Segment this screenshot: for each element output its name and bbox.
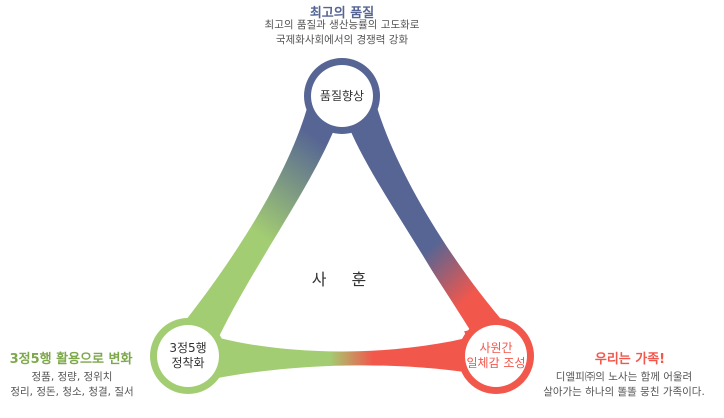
top-desc-line-1: 최고의 품질과 생산능률의 고도화로 — [264, 19, 420, 31]
right-title: 우리는 가족! — [594, 352, 666, 367]
left-desc: 정품, 정량, 정위치 정리, 정돈, 청소, 청결, 질서 — [2, 370, 142, 400]
arm-left — [178, 88, 336, 345]
right-desc-line-2: 살아가는 하나의 똘똘 뭉친 가족이다. — [543, 386, 705, 398]
top-title: 최고의 품질 — [309, 6, 375, 21]
left-desc-line-1: 정품, 정량, 정위치 — [31, 371, 113, 383]
node-left-label-line-1: 3정5행 — [169, 341, 207, 355]
inner-triangle — [222, 118, 470, 343]
arm-right — [348, 88, 512, 345]
arm-bottom — [198, 332, 490, 382]
node-right-label-line-2: 일체감 조성 — [466, 356, 526, 370]
node-right-circle[interactable] — [465, 325, 527, 387]
center-label: 사 훈 — [311, 270, 377, 289]
node-right-label: 사원간 일체감 조성 — [451, 341, 541, 371]
left-title: 3정5행 활용으로 변화 — [9, 352, 133, 367]
top-desc-line-2: 국제화사회에서의 경쟁력 강화 — [275, 34, 409, 46]
node-top-circle[interactable] — [311, 65, 373, 127]
node-top-label: 품질향상 — [302, 89, 382, 104]
node-top-label-text: 품질향상 — [319, 89, 365, 103]
top-desc: 최고의 품질과 생산능률의 고도화로 국제화사회에서의 경쟁력 강화 — [232, 18, 452, 48]
node-left-circle[interactable] — [157, 325, 219, 387]
right-desc-line-1: 디엘피㈜의 노사는 함께 어울려 — [555, 371, 693, 383]
node-left-label: 3정5행 정착화 — [148, 341, 228, 371]
right-desc: 디엘피㈜의 노사는 함께 어울려 살아가는 하나의 똘똘 뭉친 가족이다. — [528, 370, 720, 400]
node-right-label-line-1: 사원간 — [479, 341, 513, 355]
left-desc-line-2: 정리, 정돈, 청소, 청결, 질서 — [10, 386, 134, 398]
node-left-label-line-2: 정착화 — [171, 356, 205, 370]
